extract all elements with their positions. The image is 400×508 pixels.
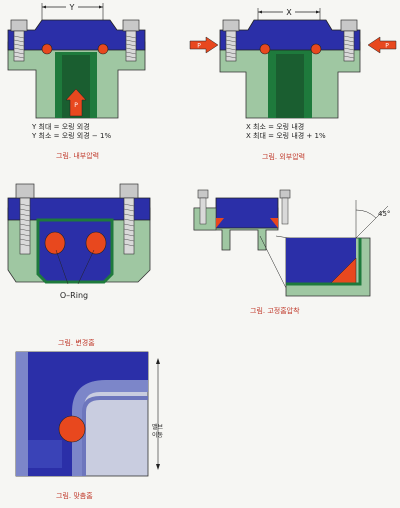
- cover-plate: [219, 19, 361, 51]
- pressure-arrow: [367, 36, 397, 54]
- figure-caption: 그림. 내부압력: [56, 152, 100, 160]
- bolt: [119, 183, 139, 255]
- equation-block: Y 최대 = 오링 외경 Y 최소 = 오링 외경 − 1%: [32, 123, 111, 141]
- o-ring: [58, 415, 86, 443]
- o-ring-label: O–Ring: [60, 291, 88, 300]
- bolt: [10, 19, 28, 62]
- o-ring: [41, 43, 53, 55]
- o-ring: [85, 231, 107, 255]
- equation-line: X 최대 = 오링 내경 + 1%: [246, 132, 326, 140]
- pressure-label: P: [197, 43, 201, 50]
- external-pressure-diagram: X P P: [189, 6, 397, 119]
- dim-label-x: X: [286, 8, 292, 17]
- figure-caption: 그림. 고정홈압착: [250, 307, 300, 315]
- equation-block: X 최소 = 오링 내경 X 최대 = 오링 내경 + 1%: [246, 123, 326, 141]
- side-label: 밸브 이동: [152, 424, 164, 439]
- bolt: [279, 189, 291, 225]
- o-ring: [259, 43, 271, 55]
- equation-line: Y 최대 = 오링 외경: [32, 123, 90, 131]
- bolt: [197, 189, 209, 225]
- fixed-groove-diagram: 45°: [193, 189, 390, 297]
- figure-caption: 그림. 변경홈: [58, 339, 95, 347]
- pressure-label: P: [385, 43, 389, 50]
- dovetail-groove-diagram: O–Ring: [7, 183, 151, 300]
- figure-caption: 그림. 맞춤홈: [56, 492, 93, 500]
- pressure-arrow: [189, 36, 219, 54]
- bolt: [222, 19, 240, 62]
- bolt: [340, 19, 358, 62]
- pressure-label: P: [74, 102, 78, 109]
- bolt: [122, 19, 140, 62]
- bolt: [15, 183, 35, 255]
- dim-label-y: Y: [69, 3, 75, 12]
- figure-caption: 그림. 외부압력: [262, 153, 306, 161]
- internal-pressure-diagram: Y P: [7, 1, 146, 119]
- fitted-groove-diagram: [15, 351, 160, 477]
- angle-label: 45°: [378, 210, 390, 218]
- o-ring: [97, 43, 109, 55]
- o-ring: [310, 43, 322, 55]
- pressure-arrow: [65, 88, 87, 117]
- equation-line: Y 최소 = 오링 외경 − 1%: [32, 132, 112, 140]
- cover-plate: [7, 19, 146, 51]
- o-ring: [44, 231, 66, 255]
- equation-line: X 최소 = 오링 내경: [246, 123, 305, 131]
